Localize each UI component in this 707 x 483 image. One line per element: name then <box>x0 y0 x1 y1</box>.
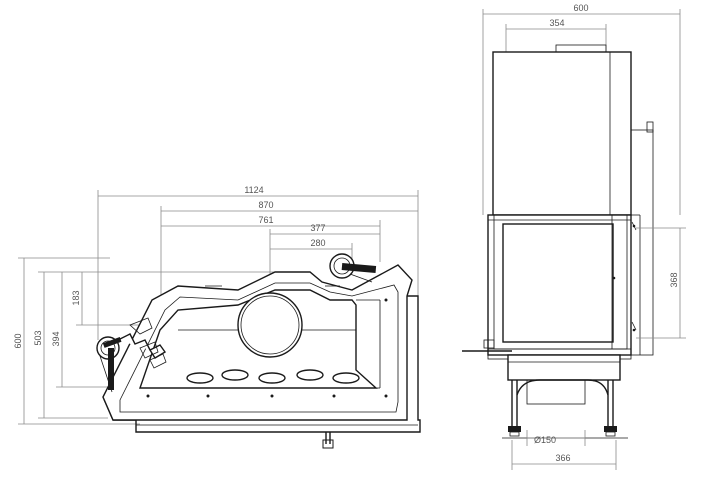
dim-354-label: 354 <box>549 18 564 28</box>
left-view: 1124 870 761 377 280 600 503 394 <box>13 185 421 449</box>
vent-icon <box>332 372 360 384</box>
dim-870-label: 870 <box>258 200 273 210</box>
dim-labels-horizontal-left: 1124 870 761 377 280 <box>244 185 325 248</box>
vent-icon <box>221 369 249 381</box>
dim-lines-vertical-left <box>18 257 310 425</box>
right-view: 600 354 <box>462 3 686 470</box>
dim-394-label: 394 <box>51 331 61 346</box>
dim-lines-pipe <box>526 430 586 446</box>
dim-600-top-label: 600 <box>573 3 588 13</box>
dim-503-label: 503 <box>33 330 43 345</box>
flue-outlet-icon <box>237 292 303 358</box>
vent-icon <box>296 369 324 381</box>
vent-icon <box>258 372 286 384</box>
right-throttle-knob-icon <box>329 253 377 283</box>
dim-pipe-diameter-label: Ø150 <box>534 435 556 445</box>
dim-183-label: 183 <box>71 290 81 305</box>
fireplace-top-view <box>102 264 421 449</box>
dim-366-label: 366 <box>555 453 570 463</box>
dim-lines-right <box>636 227 686 339</box>
dim-1124-label: 1124 <box>244 185 263 195</box>
dim-368-label: 368 <box>669 272 679 287</box>
dim-lines-top-right <box>482 9 681 215</box>
fireplace-front-view <box>462 44 654 439</box>
dim-280-label: 280 <box>310 238 325 248</box>
dim-lines-horizontal-left <box>97 190 419 340</box>
dim-labels-vertical-left: 600 503 394 183 <box>13 290 81 348</box>
dim-377-label: 377 <box>310 223 325 233</box>
dim-761-label: 761 <box>258 215 273 225</box>
vent-icon <box>186 372 214 384</box>
dim-600-label: 600 <box>13 333 23 348</box>
dim-lines-bottom-right <box>511 440 617 470</box>
left-throttle-knob-icon <box>96 336 122 393</box>
